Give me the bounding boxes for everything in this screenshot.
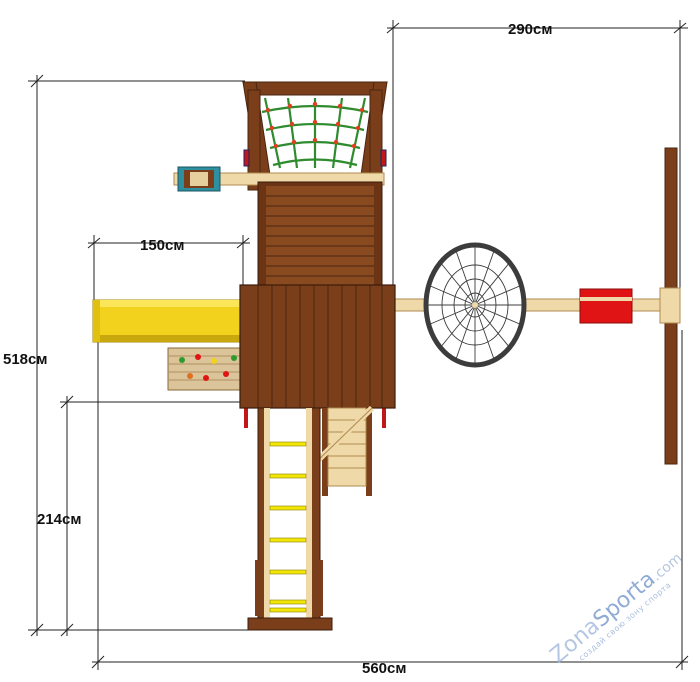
dimension-slide-length: 150см [140, 237, 184, 254]
swing-seat [579, 288, 633, 324]
watermark: ZonaSporta.com создай свою зону спорта [546, 545, 687, 669]
watermark-domain: .com [649, 550, 686, 584]
dimension-ladder-length: 214см [37, 511, 81, 528]
main-ladder-rungs [269, 441, 307, 613]
cargo-net-knots [265, 101, 365, 149]
cargo-net-frame [242, 81, 388, 191]
red-handles [243, 149, 387, 428]
upper-deck-slats [266, 195, 374, 277]
dimension-lines [28, 20, 689, 670]
main-platform [239, 284, 396, 409]
step-ladder [309, 405, 375, 496]
cargo-net [261, 97, 369, 169]
slide [92, 299, 244, 343]
climbing-wall [167, 347, 243, 391]
nest-swing [423, 242, 527, 368]
upper-deck [257, 181, 383, 287]
main-platform-boards [257, 285, 383, 408]
dimension-total-length: 518см [3, 351, 47, 368]
main-ladder [247, 407, 333, 631]
dimension-total-width: 560см [362, 660, 406, 677]
svg-text:ZonaSporta.com: ZonaSporta.com [546, 545, 687, 669]
dimension-top-width: 290см [508, 21, 552, 38]
